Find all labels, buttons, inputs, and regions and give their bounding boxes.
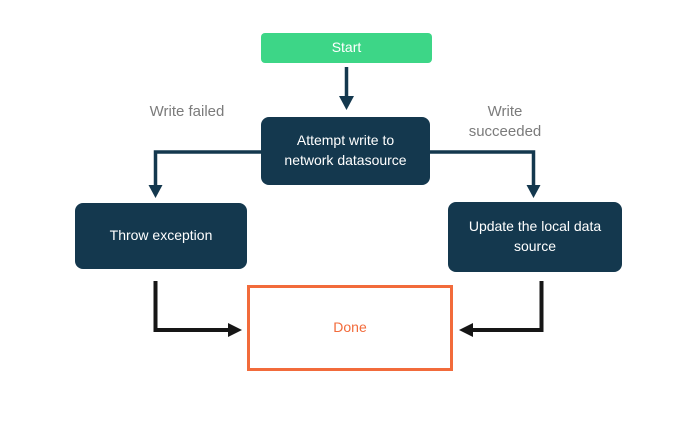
edge-label-write-failed: Write failed — [149, 103, 225, 120]
node-start-label: Start — [331, 39, 362, 56]
arrow-update-to-done-shaft — [473, 281, 544, 332]
arrow-attempt-to-throw — [148, 150, 261, 198]
node-attempt-write-label: Attempt write to network datasource — [284, 132, 407, 168]
node-start: Start — [261, 33, 432, 63]
arrow-attempt-to-update-shaft — [430, 150, 536, 185]
node-update-local: Update the local data source — [448, 202, 622, 272]
arrow-attempt-to-throw-shaft — [153, 150, 261, 185]
node-done-label: Done — [333, 319, 367, 336]
arrow-start-to-attempt-head — [339, 96, 354, 110]
arrow-throw-to-done — [153, 281, 242, 337]
arrow-attempt-to-update — [430, 150, 541, 198]
node-throw-exception-label: Throw exception — [109, 227, 213, 244]
arrow-attempt-to-update-head — [526, 185, 541, 198]
arrow-start-to-attempt — [339, 67, 354, 110]
edge-label-write-succeeded: Write succeeded — [468, 103, 542, 140]
arrow-throw-to-done-head — [228, 323, 242, 337]
arrow-attempt-to-throw-head — [148, 185, 163, 198]
node-throw-exception: Throw exception — [75, 203, 247, 269]
node-update-local-label: Update the local data source — [468, 218, 602, 254]
arrow-update-to-done-head — [459, 323, 473, 337]
node-attempt-write: Attempt write to network datasource — [261, 117, 430, 185]
node-done: Done — [247, 285, 453, 371]
arrow-update-to-done — [459, 281, 544, 337]
arrow-throw-to-done-shaft — [153, 281, 228, 332]
